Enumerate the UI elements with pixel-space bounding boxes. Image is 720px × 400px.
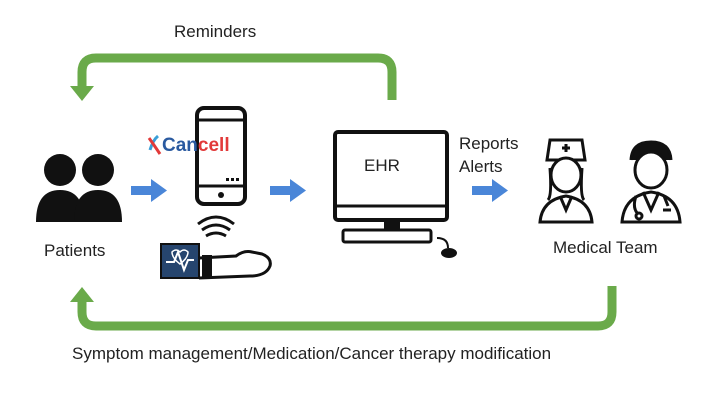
ehr-to-team-arrow	[472, 179, 508, 202]
cancell-logo-cell: cell	[197, 135, 230, 156]
doctor-icon	[620, 140, 682, 224]
phone-to-ehr-arrow	[270, 179, 306, 202]
feedback-label: Symptom management/Medication/Cancer the…	[72, 344, 552, 363]
ehr-label: EHR	[364, 156, 400, 175]
reminders-loop-arrow	[77, 53, 397, 100]
cancell-app-logo: Cancell	[162, 135, 230, 157]
cancell-logo-can: Can	[162, 135, 198, 156]
feedback-loop-arrow	[77, 286, 617, 331]
smartphone-icon	[195, 106, 247, 206]
reports-label: Reports	[459, 134, 519, 153]
reminders-arrowhead	[70, 86, 94, 101]
feedback-arrowhead	[70, 287, 94, 302]
patients-to-phone-arrow	[131, 179, 167, 202]
wearable-device-icon	[160, 215, 272, 280]
patients-icon	[36, 154, 122, 222]
alerts-label: Alerts	[459, 157, 503, 176]
computer-icon	[333, 130, 457, 258]
reminders-label: Reminders	[174, 22, 257, 41]
medical-team-label: Medical Team	[553, 238, 658, 257]
patients-label: Patients	[44, 241, 106, 260]
nurse-icon	[538, 138, 594, 224]
cancell-logo-mark	[147, 134, 162, 155]
